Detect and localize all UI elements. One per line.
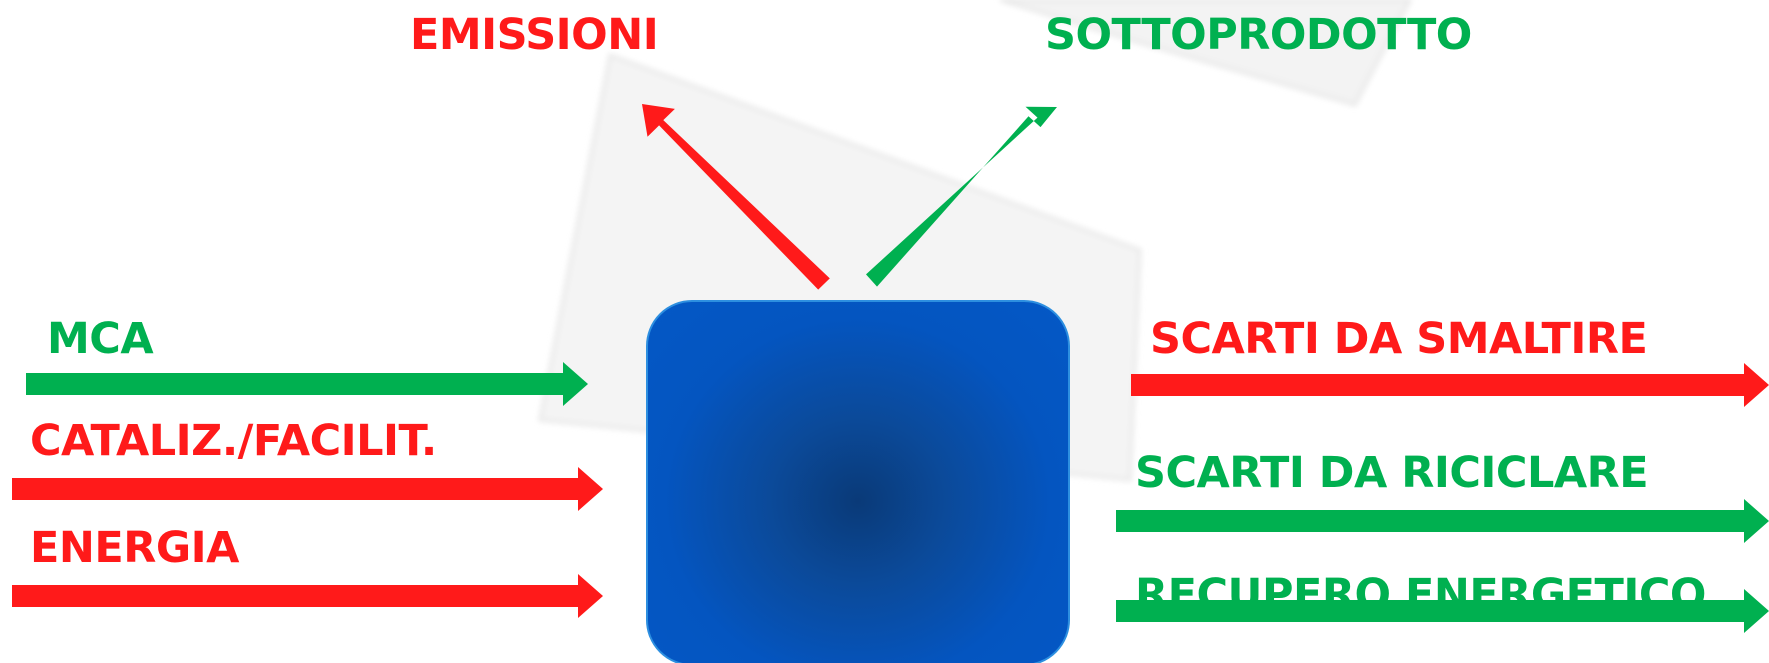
emissioni-arrow (642, 104, 830, 290)
process-box (646, 300, 1070, 663)
sottoprodotto-label: SOTTOPRODOTTO (1045, 10, 1472, 60)
scarti-da-riciclare-label: SCARTI DA RICICLARE (1135, 448, 1649, 498)
scarti-da-riciclare-arrow (1116, 499, 1769, 543)
mca-arrow (26, 362, 588, 406)
cataliz-facilit-label: CATALIZ./FACILIT. (30, 416, 437, 466)
cataliz-facilit-arrow (12, 467, 603, 511)
mca-label: MCA (47, 314, 154, 364)
recupero-energetico-label: RECUPERO ENERGETICO (1135, 570, 1706, 620)
background-sheet-2 (999, 0, 1412, 107)
scarti-da-smaltire-label: SCARTI DA SMALTIRE (1150, 314, 1648, 364)
energia-arrow (12, 574, 603, 618)
emissioni-label: EMISSIONI (410, 10, 659, 60)
recupero-energetico-arrow (1116, 589, 1769, 633)
sottoprodotto-arrow (866, 106, 1057, 287)
scarti-da-smaltire-arrow (1131, 363, 1769, 407)
energia-label: ENERGIA (30, 523, 239, 573)
